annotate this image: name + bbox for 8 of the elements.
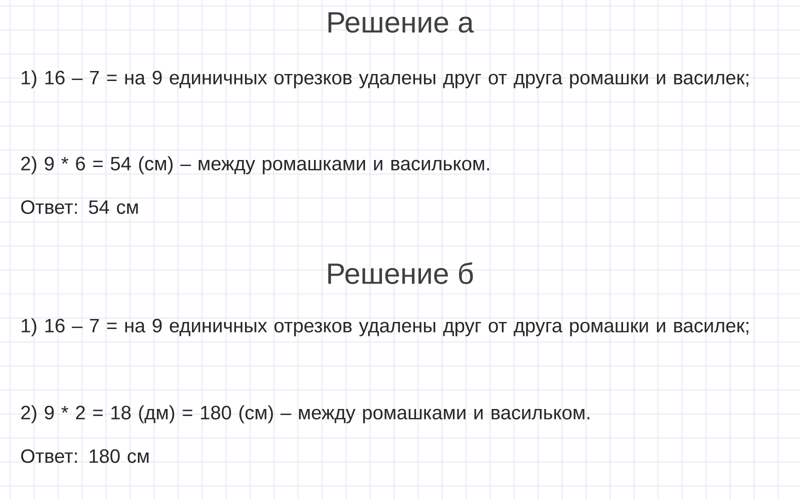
section-heading: Решение б: [328, 262, 473, 284]
solution-text: 1) 16 – 7 = на 9 единичных отрезков удалены друг от друга ромашки и василек;: [22, 318, 748, 336]
solution-text: 2) 9 * 2 = 18 (дм) = 180 (см) – между ромашками и васильком.: [21, 405, 590, 424]
solution-text: 2) 9 * 6 = 54 (см) – между ромашками и васильком.: [21, 156, 490, 174]
solution-text: 1) 16 – 7 = на 9 единичных отрезков удалены друг от друга ромашки и василек;: [22, 70, 748, 88]
section-heading: Решение а: [328, 12, 474, 33]
solution-text: Ответ: 54 см: [21, 200, 138, 214]
solution-text: Ответ: 180 см: [21, 449, 149, 463]
